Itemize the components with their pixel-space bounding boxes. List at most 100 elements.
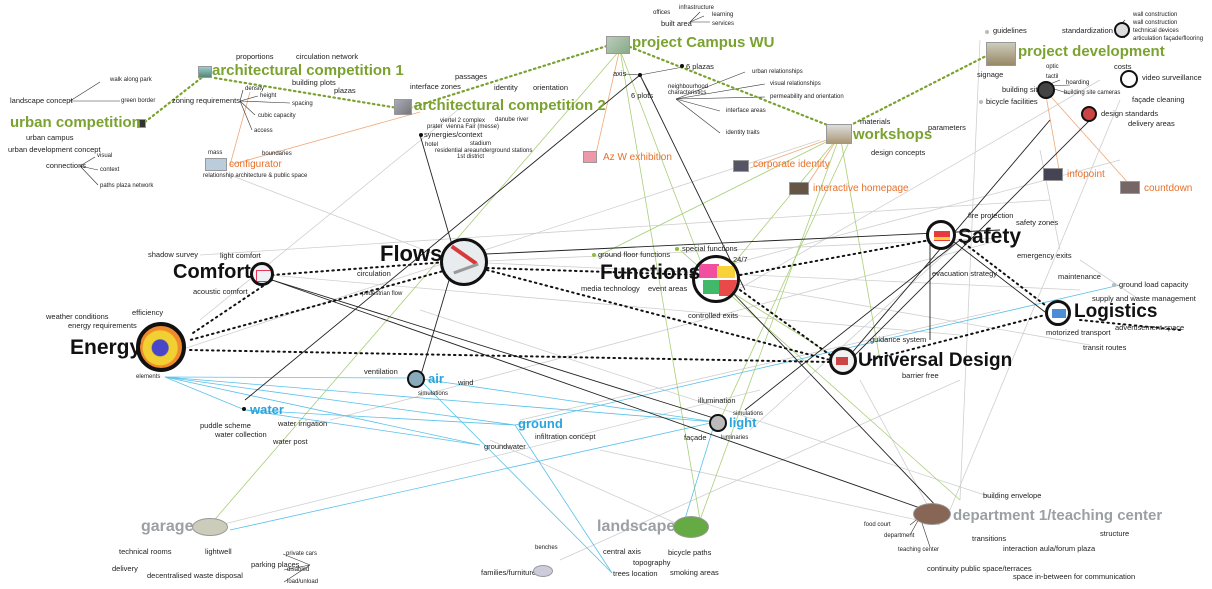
building-site-label: building site [1002, 85, 1042, 94]
standardization-circle[interactable] [1114, 22, 1130, 38]
density-label: density [245, 86, 265, 92]
barrier-free-label: barrier free [902, 371, 939, 380]
corporate-identity-label[interactable]: corporate identity [753, 159, 830, 170]
interface-areas-label: interface areas [726, 108, 766, 114]
project-development-thumbnail[interactable] [986, 42, 1016, 66]
air-node-circle[interactable] [407, 370, 425, 388]
configurator-label[interactable]: configurator [229, 159, 282, 170]
zoning-requirements-label: zoning requirements [172, 96, 240, 105]
teaching-center-small-label: teaching center [898, 547, 940, 553]
air-label[interactable]: air [428, 371, 444, 386]
urban-competition-thumbnail[interactable] [137, 119, 146, 128]
spacing-label: spacing [292, 101, 313, 107]
guidelines-dot [985, 30, 989, 34]
families-furniture-label: families/furniture [481, 568, 537, 577]
tactil-label: tactil [1046, 74, 1059, 80]
residential-area-label: residential area [435, 148, 477, 154]
design-standards-circle[interactable] [1081, 106, 1097, 122]
department-thumbnail[interactable] [913, 503, 951, 525]
families-furniture-thumbnail[interactable] [533, 565, 553, 577]
food-court-label: food court [864, 522, 891, 528]
urban-competition-label[interactable]: urban competition [10, 114, 141, 131]
az-w-exhibition-label[interactable]: Az W exhibition [603, 152, 672, 163]
workshops-thumbnail[interactable] [826, 124, 852, 144]
countdown-thumbnail[interactable] [1120, 181, 1140, 194]
video-surveillance-label: video surveillance [1142, 73, 1202, 82]
load-unload-label: load/unload [287, 579, 319, 585]
special-functions-label: special functions [682, 244, 738, 253]
orientation-label: orientation [533, 83, 569, 92]
flows-hub-circle[interactable] [440, 238, 488, 286]
transitions-label: transitions [972, 534, 1007, 543]
configurator-thumbnail[interactable] [205, 158, 227, 171]
groundwater-label: groundwater [484, 442, 526, 451]
water-node-dot [242, 407, 246, 411]
illumination-label: illumination [698, 396, 736, 405]
visual-label: visual [97, 153, 113, 159]
logistics-hub-circle[interactable] [1045, 300, 1071, 326]
interface-zones-label: interface zones [410, 82, 461, 91]
project-development-label[interactable]: project development [1018, 43, 1165, 60]
interactive-homepage-thumbnail[interactable] [789, 182, 809, 195]
services-label: services [712, 21, 735, 27]
continuity-label: continuity public space/terraces [927, 564, 1032, 573]
logistics-hub-label: Logistics [1074, 301, 1158, 322]
emergency-exits-label: emergency exits [1017, 251, 1072, 260]
water-label[interactable]: water [250, 402, 284, 417]
guidance-system-label: guidance system [870, 335, 927, 344]
safety-hub-circle[interactable] [926, 220, 956, 250]
building-site-circle[interactable] [1037, 81, 1055, 99]
parameters-label: parameters [928, 123, 966, 132]
signage-label: signage [977, 70, 1004, 79]
wind-label: wind [458, 378, 474, 387]
project-campus-wu-label[interactable]: project Campus WU [632, 34, 775, 51]
trees-location-label: trees location [613, 569, 658, 578]
viertel2-label: viertel 2 complex [440, 118, 486, 124]
interactive-homepage-label[interactable]: interactive homepage [813, 183, 909, 194]
light-label[interactable]: light [729, 415, 757, 430]
design-standards-label: design standards [1101, 109, 1159, 118]
boundaries-label: boundaries [262, 151, 292, 157]
infopoint-thumbnail[interactable] [1043, 168, 1063, 181]
video-surveillance-circle[interactable] [1120, 70, 1138, 88]
optic-label: optic [1046, 64, 1059, 70]
ground-floor-functions-dot [592, 253, 596, 257]
landscape-thumbnail[interactable] [673, 516, 709, 538]
garage-label[interactable]: garage [141, 518, 194, 535]
architectural-competition-1-thumbnail[interactable] [198, 66, 212, 78]
plazas-label: plazas [334, 86, 356, 95]
architectural-competition-2-thumbnail[interactable] [394, 99, 412, 115]
department-label[interactable]: department 1/teaching center [953, 507, 1163, 524]
landscape-label[interactable]: landscape [597, 518, 676, 535]
comfort-hub-circle[interactable] [250, 262, 274, 286]
parking-places-label: parking places [251, 560, 300, 569]
learning-label: learning [712, 12, 734, 18]
synergies-label: synergies/context [424, 130, 483, 139]
functions-hub-label: Functions [600, 261, 701, 284]
height-label: height [260, 93, 277, 99]
synergies-dot [419, 133, 423, 137]
elements-label: elements [136, 374, 161, 380]
countdown-label[interactable]: countdown [1144, 183, 1193, 194]
identity-traits-label: identity traits [726, 130, 760, 136]
standardization-label: standardization [1062, 26, 1113, 35]
universal-design-hub-circle[interactable] [829, 347, 857, 375]
context-label: context [100, 167, 120, 173]
corporate-identity-thumbnail[interactable] [733, 160, 749, 172]
circulation-label: circulation [357, 269, 391, 278]
garage-thumbnail[interactable] [192, 518, 228, 536]
ground-label[interactable]: ground [518, 416, 563, 431]
light-node-circle[interactable] [709, 414, 727, 432]
special-functions-dot [675, 247, 679, 251]
shadow-survey-label: shadow survey [148, 250, 199, 259]
functions-hub-circle[interactable] [692, 255, 740, 303]
architectural-competition-1-label[interactable]: architectural competition 1 [212, 62, 404, 79]
simulations-air-label: simulations [418, 391, 449, 397]
az-w-exhibition-thumbnail[interactable] [583, 151, 597, 163]
workshops-label[interactable]: workshops [853, 126, 933, 143]
six-plazas-label: 6 plazas [686, 62, 714, 71]
infopoint-label[interactable]: infopoint [1067, 169, 1105, 180]
architectural-competition-2-label[interactable]: architectural competition 2 [414, 97, 606, 114]
energy-hub-circle[interactable] [136, 322, 186, 372]
project-campus-wu-thumbnail[interactable] [606, 36, 630, 54]
